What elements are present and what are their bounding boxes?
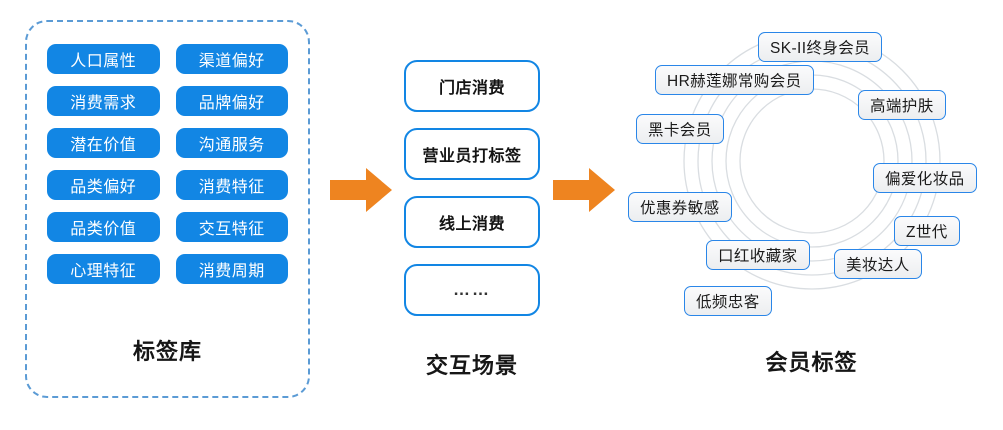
scene-box-ellipsis[interactable]: …… [404,264,540,316]
member-tag[interactable]: 优惠券敏感 [628,192,732,222]
library-tag[interactable]: 品类偏好 [47,170,160,200]
library-tag[interactable]: 人口属性 [47,44,160,74]
library-tag[interactable]: 消费需求 [47,86,160,116]
member-tag[interactable]: HR赫莲娜常购会员 [655,65,814,95]
interaction-scenes-panel: 门店消费 营业员打标签 线上消费 …… [404,60,540,370]
scene-box[interactable]: 门店消费 [404,60,540,112]
library-tag[interactable]: 潜在价值 [47,128,160,158]
member-tag[interactable]: 美妆达人 [834,249,922,279]
member-tag[interactable]: SK-II终身会员 [758,32,883,62]
member-tag[interactable]: 低频忠客 [684,286,772,316]
interaction-scenes-caption: 交互场景 [425,353,518,378]
library-tag[interactable]: 品类价值 [47,212,160,242]
tag-library-caption: 标签库 [132,339,202,364]
member-tags-caption: 会员标签 [765,350,858,375]
library-tag[interactable]: 沟通服务 [175,128,288,158]
member-tag[interactable]: 黑卡会员 [636,114,724,144]
member-tag[interactable]: 高端护肤 [858,90,946,120]
library-tag[interactable]: 消费特征 [175,170,288,200]
member-tags-panel: SK-II终身会员 HR赫莲娜常购会员 高端护肤 黑卡会员 偏爱化妆品 优惠券敏… [620,0,1003,430]
scene-box[interactable]: 营业员打标签 [404,128,540,180]
arrow-right-icon-2 [553,168,615,217]
library-tag[interactable]: 品牌偏好 [175,86,288,116]
member-tag[interactable]: 偏爱化妆品 [873,163,977,193]
library-tag[interactable]: 消费周期 [175,254,288,284]
arrow-right-icon-1 [330,168,392,217]
tag-library-grid: 人口属性 渠道偏好 消费需求 品牌偏好 潜在价值 沟通服务 品类偏好 消费特征 … [27,22,308,284]
library-tag[interactable]: 心理特征 [47,254,160,284]
member-tag[interactable]: Z世代 [894,216,960,246]
library-tag[interactable]: 渠道偏好 [175,44,288,74]
tag-library-panel: 人口属性 渠道偏好 消费需求 品牌偏好 潜在价值 沟通服务 品类偏好 消费特征 … [25,20,310,398]
scene-box[interactable]: 线上消费 [404,196,540,248]
library-tag[interactable]: 交互特征 [175,212,288,242]
member-tag[interactable]: 口红收藏家 [706,240,810,270]
